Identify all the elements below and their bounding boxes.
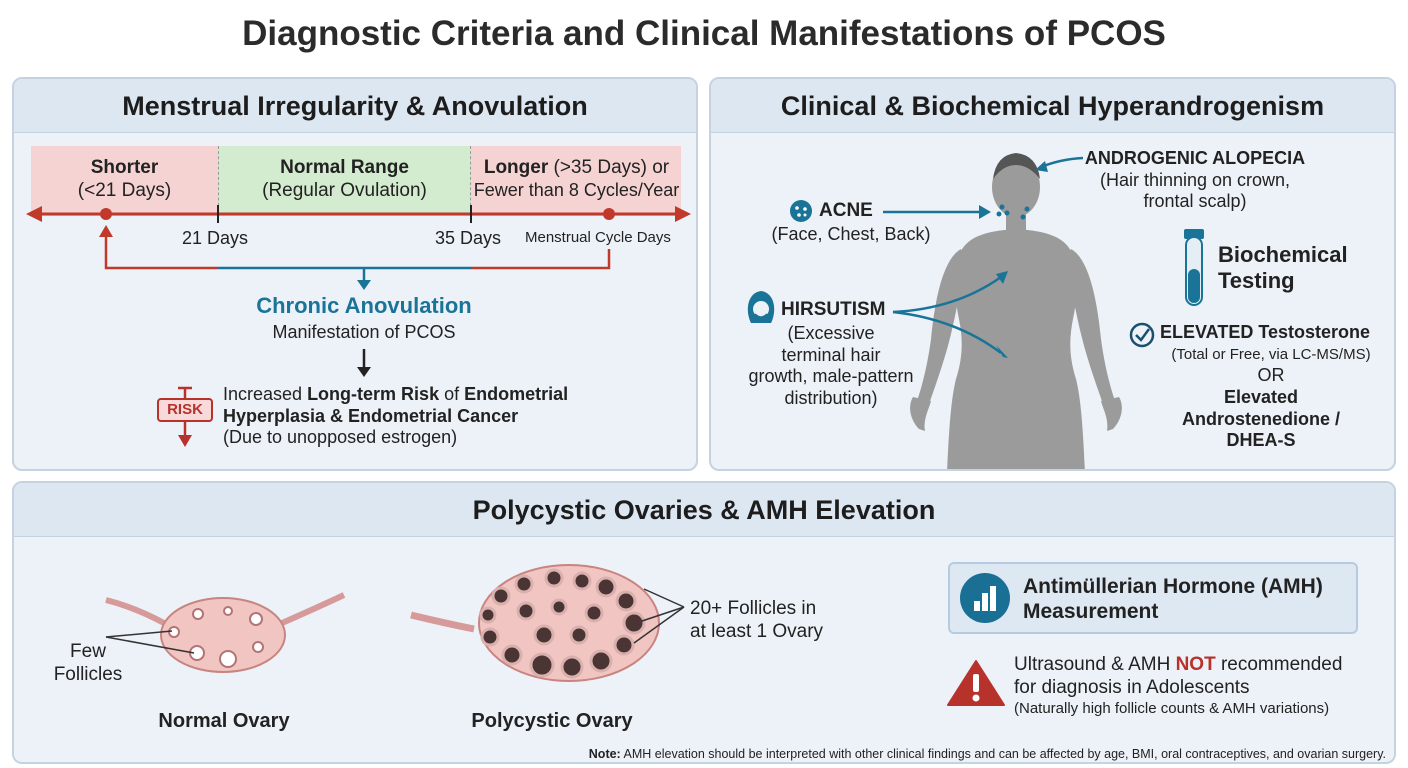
zone-long [471,146,681,216]
check-icon [1130,323,1154,347]
risk-text: Increased Long-term Risk of Endometrial … [223,384,569,448]
amh-box: Antimüllerian Hormone (AMH) Measurement [948,562,1358,634]
axis-label: Menstrual Cycle Days [525,229,671,246]
test-tube-icon [1184,229,1204,305]
tick-35-label: 35 Days [435,228,502,248]
polycystic-ovary-illustration [410,564,685,682]
panel-ovary-heading: Polycystic Ovaries & AMH Elevation [14,483,1394,537]
flow-arrow-1 [357,280,371,290]
anovulation-title: Chronic Anovulation [256,293,472,318]
bracket-right [471,249,611,270]
body-silhouette [747,153,1204,469]
adolescent-warning: Ultrasound & AMH NOT recommended for dia… [1014,654,1343,717]
normal-ovary-illustration [105,592,346,673]
androstenedione-label: Elevated Androstenedione / DHEA-S [1181,387,1340,451]
normal-ovary-label: Normal Ovary [158,710,290,732]
follicle-count-label: 20+ Follicles in at least 1 Ovary [690,598,824,642]
alopecia-label: ANDROGENIC ALOPECIA (Hair thinning on cr… [1084,148,1306,212]
zone-normal [218,146,471,216]
anovulation-sub: Manifestation of PCOS [272,322,456,342]
panel-menstrual-heading: Menstrual Irregularity & Anovulation [14,79,696,133]
acne-sub: (Face, Chest, Back) [771,224,931,244]
zone-normal-label: Normal Range (Regular Ovulation) [262,157,427,201]
flow-arrow-2 [357,367,371,377]
acne-icon [790,200,812,222]
ovary-illustrations [105,564,1005,706]
zone-short-label: Shorter (<21 Days) [77,157,172,201]
tick-21-label: 21 Days [182,228,249,248]
risk-badge: RISK [157,398,213,422]
bracket-arrow-up [99,225,113,237]
testing-title: Biochemical Testing [1218,242,1348,294]
zone-long-label: Longer (>35 Days) or Fewer than 8 Cycles… [473,157,680,200]
risk-arrow-down [178,435,192,447]
marker-long [603,208,615,220]
page-title: Diagnostic Criteria and Clinical Manifes… [242,14,1166,53]
few-follicles-label: Few Follicles [53,641,123,685]
panel-ovaries: Polycystic Ovaries & AMH Elevation [12,481,1396,764]
axis-arrow-left [26,206,42,222]
panel-menstrual: Menstrual Irregularity & Anovulation Sho… [12,77,698,471]
acne-title: ACNE [819,200,873,221]
panel-hyperandrogenism: Clinical & Biochemical Hyperandrogenism [709,77,1396,471]
panel-hyper-heading: Clinical & Biochemical Hyperandrogenism [711,79,1394,133]
hirsutism-sub: (Excessive terminal hair growth, male-pa… [748,323,914,408]
marker-short [100,208,112,220]
polycystic-ovary-label: Polycystic Ovary [471,710,633,732]
or-label: OR [1257,365,1285,385]
bar-chart-icon [960,573,1010,623]
testosterone-title: ELEVATED Testosterone [1160,322,1371,342]
acne-icon-shape [790,200,812,222]
testosterone-sub: (Total or Free, via LC-MS/MS) [1171,346,1371,363]
amh-title: Antimüllerian Hormone (AMH) Measurement [1023,575,1323,624]
axis-arrow-right [675,206,691,222]
bracket-left [104,234,218,270]
hirsutism-icon [747,291,775,325]
cycle-timeline [26,205,691,447]
footnote: Note: AMH elevation should be interprete… [588,747,1386,761]
hirsutism-title: HIRSUTISM [781,299,886,320]
zone-short [31,146,218,216]
